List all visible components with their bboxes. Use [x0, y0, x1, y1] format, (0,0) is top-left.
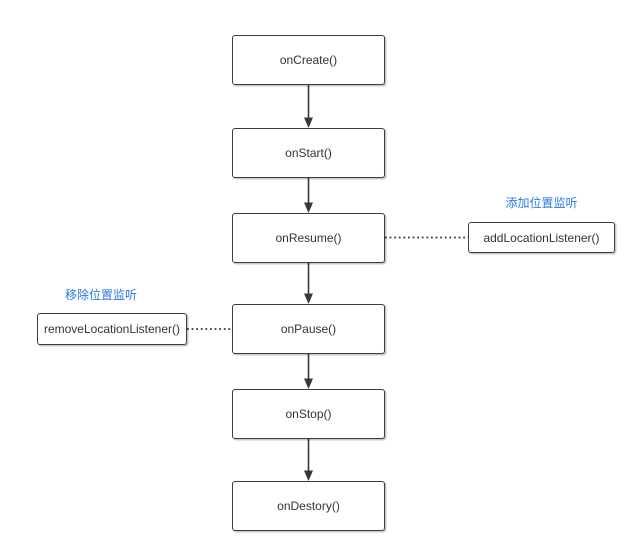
node-add-location-listener: addLocationListener() — [468, 222, 615, 253]
node-onstop: onStop() — [232, 389, 385, 439]
node-remove-location-listener: removeLocationListener() — [37, 313, 187, 345]
node-onstart: onStart() — [232, 128, 385, 178]
node-ondestory: onDestory() — [232, 481, 385, 531]
arrowhead-icon — [304, 378, 313, 389]
callout-add-location-listener: 添加位置监听 — [505, 196, 578, 210]
arrow-onresume-onpause — [304, 262, 313, 304]
arrowhead-icon — [304, 293, 313, 304]
arrowhead-icon — [304, 470, 313, 481]
node-onpause: onPause() — [232, 304, 385, 354]
arrow-onpause-onstop — [304, 354, 313, 389]
arrowhead-icon — [304, 202, 313, 213]
arrow-oncreate-onstart — [304, 85, 313, 128]
callout-remove-location-listener: 移除位置监听 — [64, 288, 137, 302]
node-onresume: onResume() — [232, 213, 385, 263]
arrow-onstart-onresume — [304, 177, 313, 213]
arrowhead-icon — [304, 117, 313, 128]
arrow-onstop-ondestory — [304, 439, 313, 481]
node-oncreate: onCreate() — [232, 35, 385, 85]
